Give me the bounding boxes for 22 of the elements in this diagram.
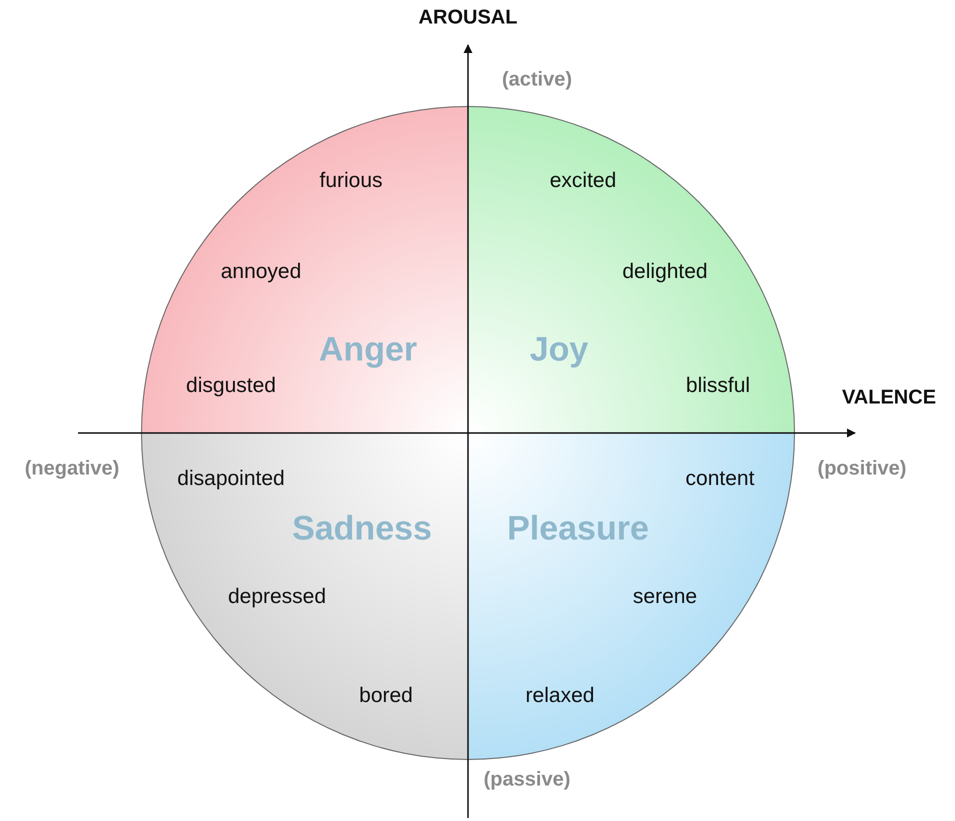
emotion-label: excited xyxy=(550,169,616,193)
pole-label: (active) xyxy=(502,68,572,92)
emotion-label: bored xyxy=(359,684,413,708)
axis-title: VALENCE xyxy=(842,386,936,410)
emotion-label: annoyed xyxy=(220,260,302,284)
axis-title: AROUSAL xyxy=(418,6,518,30)
emotion-label: serene xyxy=(632,585,698,609)
emotion-label: content xyxy=(686,467,754,491)
quadrant-title: Anger xyxy=(318,330,418,370)
pole-label: (passive) xyxy=(484,768,570,792)
quadrant-title: Joy xyxy=(530,330,588,370)
emotion-label: disgusted xyxy=(186,374,276,398)
emotion-label: blissful xyxy=(686,374,750,398)
emotion-label: disapointed xyxy=(177,467,285,491)
pole-label: (positive) xyxy=(818,458,906,480)
quadrant-title: Pleasure xyxy=(507,510,649,548)
emotion-label: relaxed xyxy=(526,684,594,708)
quadrant-title: Sadness xyxy=(292,510,432,548)
emotion-label: delighted xyxy=(622,260,708,284)
emotion-label: furious xyxy=(319,169,383,193)
emotion-label: depressed xyxy=(228,585,326,609)
pole-label: (negative) xyxy=(24,458,120,480)
